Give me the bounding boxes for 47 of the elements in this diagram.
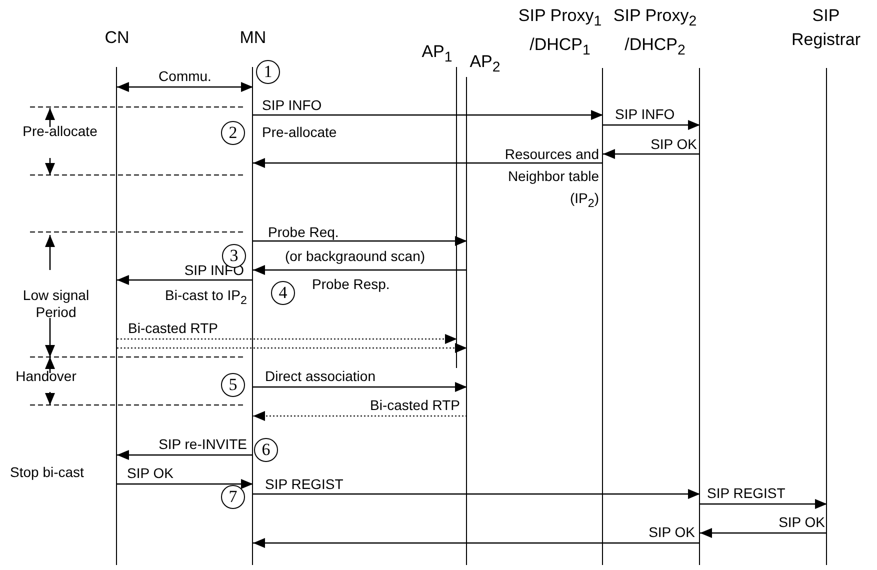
edge-label: Resources and Neighbor table (IP$_{2}$) [504,145,599,212]
edge-label: Probe Req. [268,224,339,241]
message-arrow [117,479,253,489]
step-number: 5 [221,373,245,397]
message-arrow [116,334,458,344]
edge-label: SIP OK [648,524,695,541]
message-arrow [253,382,467,392]
edge-label: SIP REGIST [707,485,786,502]
edge-label: SIP OK [778,514,825,531]
phase-label: Stop bi-cast [10,464,84,481]
message-arrow [253,158,603,168]
step-number: 1 [256,60,280,84]
message-arrow [253,489,700,499]
phase-label: Handover [16,368,76,385]
message-arrow [253,265,467,275]
edge-label: SIP INFO [262,97,322,114]
message-arrow [253,110,603,120]
phase-label: Pre-allocate [22,123,98,140]
message-arrow [117,450,253,460]
edge-label: Bi-casted RTP [128,320,218,337]
edge-label: SIP INFO [615,106,675,123]
edge-label: Commu. [158,68,212,85]
message-arrow [253,538,700,548]
message-arrow [252,411,468,421]
message-arrow [116,343,468,353]
edge-label: Direct association [265,368,376,385]
message-arrow [253,236,467,246]
edge-label: Bi-casted RTP [370,397,460,414]
message-arrow [603,120,700,130]
edge-label: SIP re-INVITE [158,436,247,453]
message-note: Bi-cast to IP$_{2}$ [165,287,247,309]
message-arrow [117,82,253,92]
message-note: (or backgraound scan) [284,248,426,265]
step-number: 2 [221,121,245,145]
message-arrow [700,499,827,509]
message-arrow [603,149,700,159]
step-number: 7 [221,485,245,509]
step-number: 4 [271,281,295,305]
step-number: 6 [254,438,278,462]
edge-label: Probe Resp. [312,276,390,293]
message-note: Pre-allocate [262,124,337,141]
message-arrow [700,528,827,538]
edge-label: SIP OK [127,465,174,482]
message-arrow [117,275,253,285]
edge-label: SIP REGIST [265,476,344,493]
edge-label: SIP OK [650,136,697,153]
phase-label: Low signal Period [22,287,90,321]
